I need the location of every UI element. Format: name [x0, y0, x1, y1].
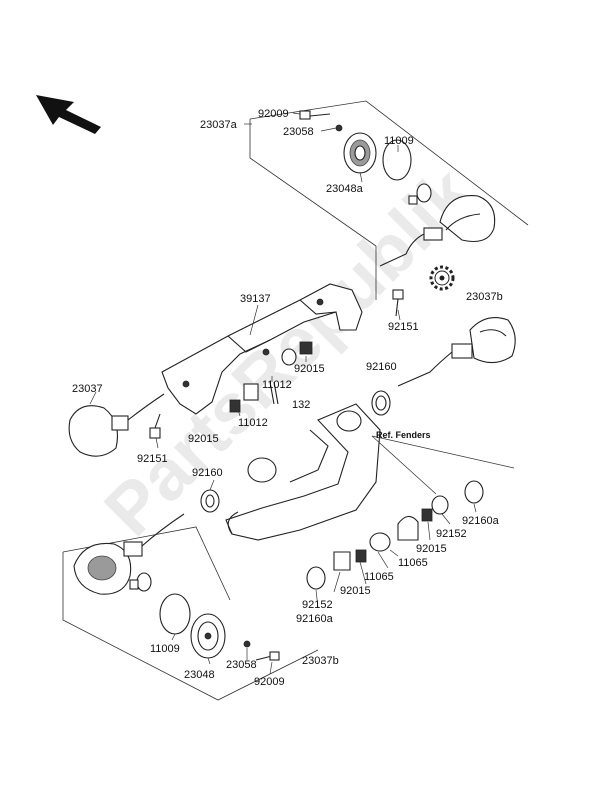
- label-92015-r2: 92015: [416, 543, 447, 555]
- label-11065-a: 11065: [398, 557, 428, 569]
- bulb-top: [408, 183, 432, 205]
- bolt-92151-right: [392, 289, 404, 317]
- label-23037-left: 23037: [72, 383, 103, 395]
- label-92152-bot: 92152: [302, 599, 333, 611]
- label-39137: 39137: [240, 293, 271, 305]
- label-132: 132: [292, 399, 310, 411]
- label-92160-right: 92160: [366, 361, 397, 373]
- screw-92009-top: [299, 110, 331, 120]
- bracket-39137: [161, 283, 363, 415]
- right-small-parts: [306, 480, 484, 590]
- grommet-92160-right: [371, 390, 391, 416]
- lower-frame-stay: [225, 403, 381, 541]
- label-11012-a: 11012: [262, 379, 292, 391]
- nut-23058-bottom: [243, 640, 251, 648]
- nut-23058-top: [335, 124, 343, 132]
- label-11012-b: 11012: [238, 417, 268, 429]
- turn-signal-right-lower: [397, 317, 516, 387]
- label-92015-mid: 92015: [294, 363, 325, 375]
- screw-92009-bottom: [255, 651, 280, 661]
- lens-housing-23048a: [343, 132, 377, 174]
- label-92151-right: 92151: [388, 321, 419, 333]
- label-92009-bot: 92009: [254, 676, 285, 688]
- label-92015-bot: 92015: [340, 585, 371, 597]
- label-23037b-right: 23037b: [466, 291, 503, 303]
- label-92152-right: 92152: [436, 528, 467, 540]
- leader-lines: [89, 112, 477, 675]
- gasket-11009-top: [382, 139, 412, 181]
- label-92160a-bot: 92160a: [296, 613, 334, 625]
- label-23048a: 23048a: [326, 183, 364, 195]
- part-labels: 23037a 92009 23058 11009 23048a 23037b 3…: [72, 108, 503, 688]
- label-23037a: 23037a: [200, 119, 238, 131]
- ref-fenders-note: Ref. Fenders: [376, 430, 431, 440]
- lens-housing-23048: [190, 613, 226, 659]
- label-23058-top: 23058: [283, 126, 314, 138]
- label-11009-top: 11009: [384, 135, 414, 147]
- bolt-92151-left: [149, 413, 161, 439]
- turn-signal-left-lower: [73, 513, 185, 595]
- label-23058-bot: 23058: [226, 659, 257, 671]
- label-92160a-right: 92160a: [462, 515, 500, 527]
- label-92009-top: 92009: [258, 108, 289, 120]
- front-direction-arrow-icon: [36, 95, 101, 134]
- gear-icon: [429, 265, 455, 291]
- label-23037b-bot: 23037b: [302, 655, 339, 667]
- label-92015-left: 92015: [188, 433, 219, 445]
- label-92160-left: 92160: [192, 467, 223, 479]
- label-11009-bot: 11009: [150, 643, 180, 655]
- top-right-group-box: [249, 100, 529, 300]
- label-23048: 23048: [184, 669, 215, 681]
- bulb-bottom: [129, 572, 152, 592]
- gasket-11009-bottom: [159, 593, 191, 635]
- label-11065-b: 11065: [364, 571, 394, 583]
- collar-and-nuts-mid: [229, 341, 313, 413]
- turn-signal-right-upper: [379, 194, 496, 267]
- label-92151-left: 92151: [137, 453, 168, 465]
- grommet-92160-left: [200, 489, 220, 513]
- turn-signal-left: [68, 393, 165, 457]
